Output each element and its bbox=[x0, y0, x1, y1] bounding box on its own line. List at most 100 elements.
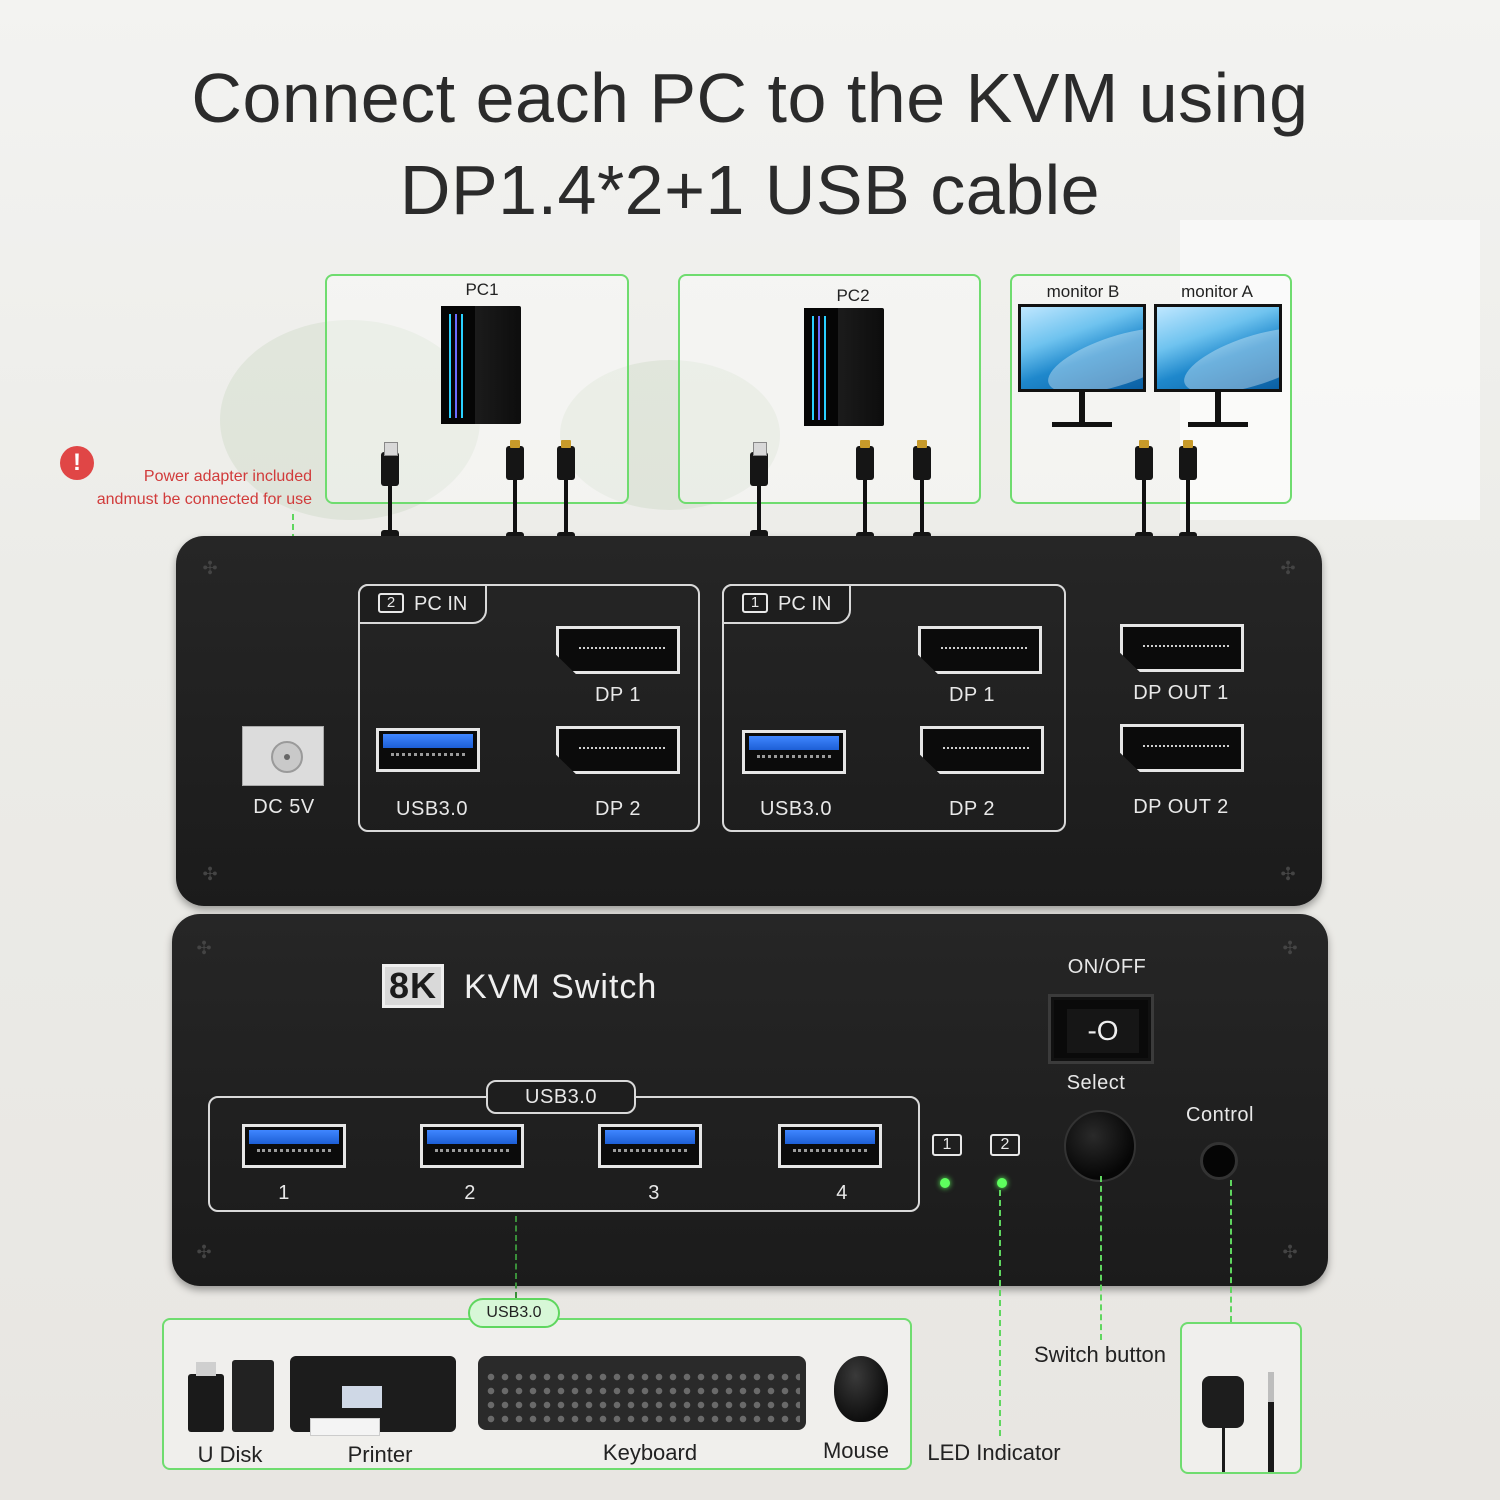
dp-cable bbox=[863, 470, 867, 540]
power-rocker[interactable]: -O bbox=[1067, 1009, 1139, 1053]
warning-text: Power adapter included andmust be connec… bbox=[40, 465, 312, 511]
power-switch[interactable]: -O bbox=[1048, 994, 1154, 1064]
dp-cable bbox=[564, 470, 568, 540]
dp2-port[interactable] bbox=[556, 726, 680, 774]
monitor-a-icon bbox=[1154, 304, 1282, 429]
pc-in-label: PC IN bbox=[778, 593, 832, 615]
usb3-port[interactable] bbox=[376, 728, 480, 772]
on-off-label: ON/OFF bbox=[1067, 956, 1147, 978]
pc1-tower-icon bbox=[441, 306, 521, 424]
pc2-input-tab: 2 PC IN bbox=[358, 584, 488, 624]
led-indicator-2 bbox=[997, 1178, 1007, 1188]
headline-line-1: Connect each PC to the KVM using bbox=[191, 59, 1309, 137]
led-number-2: 2 bbox=[990, 1134, 1020, 1156]
pc1-input-tab: 1 PC IN bbox=[722, 584, 852, 624]
usb3-label: USB3.0 bbox=[396, 798, 468, 820]
screw-icon: ✣ bbox=[196, 1242, 212, 1262]
dp-cable bbox=[920, 470, 924, 540]
usb-port-number: 4 bbox=[836, 1182, 848, 1204]
screw-icon: ✣ bbox=[1280, 558, 1296, 578]
dp-out-1-label: DP OUT 1 bbox=[1133, 682, 1229, 704]
led-indicator-1 bbox=[940, 1178, 950, 1188]
dp-cable bbox=[513, 470, 517, 540]
dc-label: DC 5V bbox=[253, 796, 315, 818]
dp-out-2-label: DP OUT 2 bbox=[1133, 796, 1229, 818]
keyboard-label: Keyboard bbox=[602, 1440, 698, 1465]
usb-port-number: 3 bbox=[648, 1182, 660, 1204]
mouse-icon bbox=[834, 1356, 888, 1422]
dp-plug-icon bbox=[1179, 440, 1197, 480]
dp-cable bbox=[1186, 470, 1190, 540]
switch-callout-line bbox=[1100, 1176, 1102, 1340]
screw-icon: ✣ bbox=[202, 558, 218, 578]
usb-hub-group: 1 2 3 4 bbox=[208, 1096, 920, 1212]
usb-plug-icon bbox=[750, 442, 768, 486]
pc-in-label: PC IN bbox=[414, 593, 468, 615]
printer-label: Printer bbox=[347, 1442, 413, 1467]
pc2-box: PC2 bbox=[678, 274, 981, 504]
dp2-label: DP 2 bbox=[948, 798, 996, 820]
headline-line-2: DP1.4*2+1 USB cable bbox=[399, 151, 1101, 229]
usb-devices-pill: USB3.0 bbox=[468, 1298, 560, 1328]
control-label: Control bbox=[1186, 1104, 1254, 1126]
select-button[interactable] bbox=[1064, 1110, 1136, 1182]
pc-number-badge: 2 bbox=[378, 592, 404, 613]
dp2-port[interactable] bbox=[920, 726, 1044, 774]
printer-icon bbox=[290, 1356, 456, 1436]
usb-port-3[interactable] bbox=[598, 1124, 702, 1168]
usb-port-number: 2 bbox=[464, 1182, 476, 1204]
screw-icon: ✣ bbox=[1282, 1242, 1298, 1262]
warning-line-1: Power adapter included bbox=[143, 468, 312, 485]
led-indicator-label: LED Indicator bbox=[927, 1440, 1061, 1465]
u-disk-label: U Disk bbox=[197, 1442, 263, 1467]
monitor-b-label: monitor B bbox=[1046, 282, 1120, 301]
keyboard-icon bbox=[478, 1356, 806, 1430]
product-name: KVM Switch bbox=[464, 968, 658, 1006]
pc1-label: PC1 bbox=[465, 280, 499, 299]
background-plant bbox=[220, 320, 480, 520]
dp1-label: DP 1 bbox=[948, 684, 996, 706]
control-jack[interactable] bbox=[1200, 1142, 1238, 1180]
led-callout-line bbox=[999, 1190, 1001, 1436]
monitor-a-label: monitor A bbox=[1181, 282, 1253, 301]
usb-cable bbox=[388, 470, 392, 540]
wired-remote-box bbox=[1180, 1322, 1302, 1474]
usb-port-2[interactable] bbox=[420, 1124, 524, 1168]
usb-hub-tab: USB3.0 bbox=[486, 1080, 636, 1114]
pc1-box: PC1 bbox=[325, 274, 629, 504]
screw-icon: ✣ bbox=[1282, 938, 1298, 958]
warning-line-2: andmust be connected for use bbox=[96, 491, 312, 508]
usb-port-1[interactable] bbox=[242, 1124, 346, 1168]
power-socket-icon bbox=[271, 741, 303, 773]
dc-power-jack[interactable] bbox=[242, 726, 324, 786]
usb-port-4[interactable] bbox=[778, 1124, 882, 1168]
audio-plug-icon bbox=[1268, 1372, 1274, 1472]
usb3-port[interactable] bbox=[742, 730, 846, 774]
pc-number-badge: 1 bbox=[742, 592, 768, 613]
dp1-label: DP 1 bbox=[594, 684, 642, 706]
led-number-1: 1 bbox=[932, 1134, 962, 1156]
background-plant bbox=[560, 360, 780, 510]
dp-out-2-port[interactable] bbox=[1120, 724, 1244, 772]
dp-plug-icon bbox=[913, 440, 931, 480]
dp1-port[interactable] bbox=[918, 626, 1042, 674]
control-callout-line bbox=[1230, 1180, 1232, 1322]
dp-plug-icon bbox=[856, 440, 874, 480]
usb-port-number: 1 bbox=[278, 1182, 290, 1204]
screw-icon: ✣ bbox=[1280, 864, 1296, 884]
usb3-label: USB3.0 bbox=[760, 798, 832, 820]
screw-icon: ✣ bbox=[196, 938, 212, 958]
usb-callout-line bbox=[515, 1216, 517, 1298]
dp-cable bbox=[1142, 470, 1146, 540]
dp-out-1-port[interactable] bbox=[1120, 624, 1244, 672]
wired-remote-icon bbox=[1202, 1376, 1244, 1428]
remote-cable bbox=[1222, 1428, 1225, 1472]
monitor-b-icon bbox=[1018, 304, 1146, 429]
usb-plug-icon bbox=[381, 442, 399, 486]
dp1-port[interactable] bbox=[556, 626, 680, 674]
dp-plug-icon bbox=[1135, 440, 1153, 480]
